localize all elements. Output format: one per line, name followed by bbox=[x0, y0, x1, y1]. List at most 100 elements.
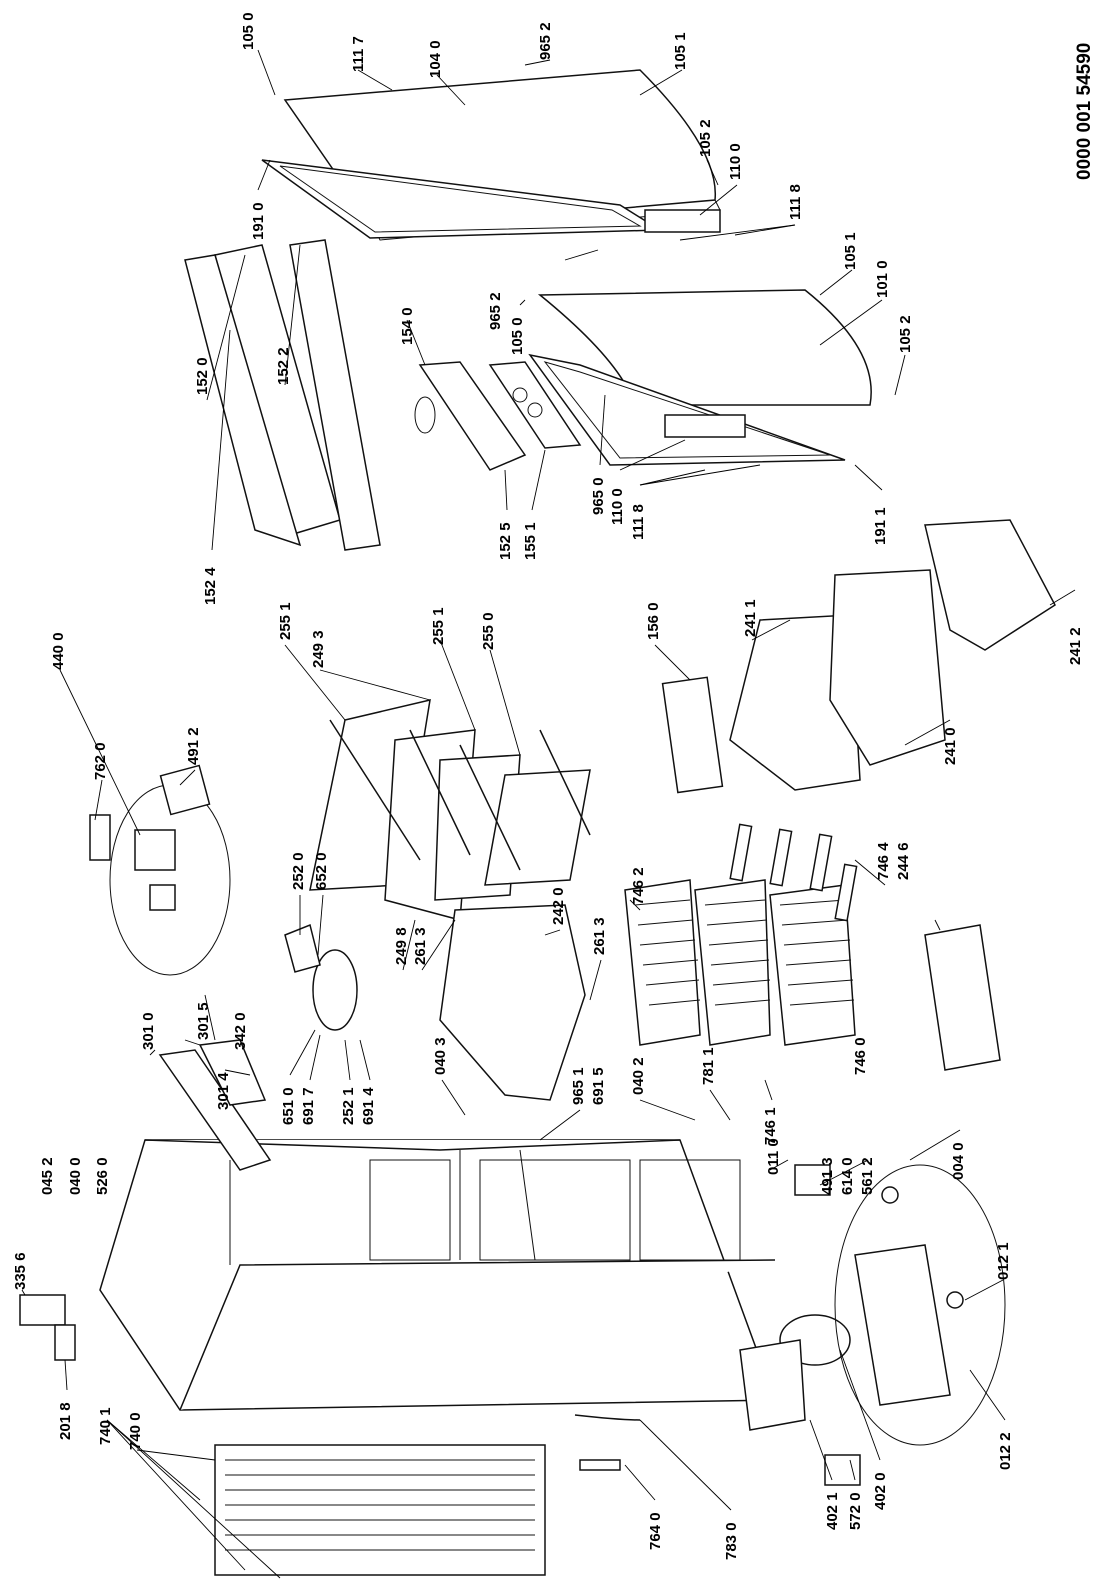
capillary-tube bbox=[574, 1414, 641, 1421]
part-label: 249 3 bbox=[310, 630, 327, 668]
part-label: 152 5 bbox=[497, 522, 514, 560]
part-label: 012 2 bbox=[997, 1432, 1014, 1470]
part-label: 011 0 bbox=[765, 1138, 782, 1175]
part-label: 335 6 bbox=[12, 1252, 29, 1290]
part-label: 740 0 bbox=[127, 1412, 144, 1450]
part-label: 110 0 bbox=[609, 488, 626, 525]
part-label: 746 2 bbox=[630, 867, 647, 905]
part-label: 249 8 bbox=[393, 927, 410, 965]
part-label: 781 1 bbox=[700, 1047, 717, 1085]
crisper-drawer bbox=[439, 904, 586, 1101]
part-label: 342 0 bbox=[232, 1012, 249, 1050]
part-label: 691 5 bbox=[590, 1067, 607, 1105]
part-label: 651 0 bbox=[280, 1087, 297, 1125]
relay bbox=[824, 1454, 861, 1486]
part-label: 301 0 bbox=[140, 1012, 157, 1050]
lower-door-gasket bbox=[528, 353, 846, 466]
part-label: 491 2 bbox=[185, 727, 202, 765]
freezer-drawers bbox=[729, 519, 1056, 791]
part-label: 105 1 bbox=[842, 232, 859, 270]
part-label: 105 2 bbox=[897, 315, 914, 353]
part-label: 040 2 bbox=[630, 1057, 647, 1095]
part-label: 691 7 bbox=[300, 1087, 317, 1125]
part-label: 746 1 bbox=[762, 1107, 779, 1145]
part-label: 111 8 bbox=[630, 504, 647, 540]
part-label: 252 1 bbox=[340, 1087, 357, 1125]
hinge-bracket bbox=[19, 1294, 76, 1361]
drier-filter bbox=[579, 1459, 621, 1471]
part-label: 561 2 bbox=[859, 1157, 876, 1195]
part-label: 261 3 bbox=[591, 917, 608, 955]
part-label: 242 0 bbox=[550, 887, 567, 925]
base-plate-group bbox=[834, 1164, 1006, 1446]
part-label: 746 4 bbox=[875, 842, 892, 880]
leader-lines bbox=[21, 49, 1076, 1579]
part-label: 261 3 bbox=[412, 927, 429, 965]
door-cover-flap bbox=[184, 254, 302, 547]
part-label: 244 6 bbox=[895, 842, 912, 880]
part-label: 402 1 bbox=[824, 1492, 841, 1530]
part-label: 241 1 bbox=[742, 599, 759, 637]
part-label: 012 1 bbox=[995, 1242, 1012, 1280]
part-label: 572 0 bbox=[847, 1492, 864, 1530]
part-label: 105 0 bbox=[240, 12, 257, 50]
drawer-front-small bbox=[661, 676, 724, 794]
part-label: 105 2 bbox=[697, 119, 714, 157]
door-balcony-bottle bbox=[414, 361, 527, 471]
part-label: 155 1 bbox=[522, 522, 539, 560]
part-label: 691 4 bbox=[360, 1087, 377, 1125]
thermostat-box bbox=[794, 1164, 831, 1196]
part-label: 110 0 bbox=[727, 143, 744, 180]
part-label: 191 1 bbox=[872, 507, 889, 545]
part-label: 614 0 bbox=[839, 1157, 856, 1195]
part-label: 746 0 bbox=[852, 1037, 869, 1075]
evaporator-rails bbox=[729, 823, 858, 922]
part-label: 104 0 bbox=[427, 40, 444, 78]
part-label: 152 4 bbox=[202, 567, 219, 605]
part-label: 440 0 bbox=[50, 632, 67, 670]
part-label: 040 3 bbox=[432, 1037, 449, 1075]
part-label: 965 2 bbox=[537, 22, 554, 60]
part-label: 526 0 bbox=[94, 1157, 111, 1195]
light-cover bbox=[284, 923, 358, 1031]
part-labels: 105 0 111 7 104 0 965 2 105 1 105 2 110 … bbox=[12, 12, 1084, 1560]
cabinet-body bbox=[99, 1139, 777, 1411]
part-label: 154 0 bbox=[399, 307, 416, 345]
fan-cover bbox=[159, 764, 211, 816]
compressor-box bbox=[739, 1339, 806, 1431]
door-handle bbox=[644, 209, 721, 233]
part-label: 652 0 bbox=[313, 852, 330, 890]
part-label: 241 2 bbox=[1067, 627, 1084, 665]
glass-shelves bbox=[309, 699, 591, 921]
part-label: 241 0 bbox=[942, 727, 959, 765]
lower-door-handle bbox=[664, 414, 746, 438]
part-label: 255 1 bbox=[430, 607, 447, 645]
part-label: 965 2 bbox=[487, 292, 504, 330]
part-label: 111 8 bbox=[787, 184, 804, 220]
part-label: 156 0 bbox=[645, 602, 662, 640]
part-label: 201 8 bbox=[57, 1402, 74, 1440]
plastic-cover-plate bbox=[924, 924, 1001, 1071]
evaporator-grids bbox=[624, 879, 856, 1046]
part-label: 255 0 bbox=[480, 612, 497, 650]
document-number: 0000 001 54590 bbox=[1074, 43, 1095, 180]
damper bbox=[89, 814, 111, 861]
part-label: 402 0 bbox=[872, 1472, 889, 1510]
control-panel bbox=[158, 1039, 272, 1171]
part-label: 101 0 bbox=[874, 260, 891, 298]
part-label: 004 0 bbox=[950, 1142, 967, 1180]
part-label: 040 0 bbox=[67, 1157, 84, 1195]
part-label: 252 0 bbox=[290, 852, 307, 890]
part-label: 152 2 bbox=[275, 347, 292, 385]
part-label: 105 0 bbox=[509, 317, 526, 355]
part-label: 152 0 bbox=[194, 357, 211, 395]
part-label: 191 0 bbox=[250, 202, 267, 240]
condenser bbox=[214, 1444, 546, 1576]
part-label: 045 2 bbox=[39, 1157, 56, 1195]
part-label: 783 0 bbox=[723, 1522, 740, 1560]
part-label: 105 1 bbox=[672, 32, 689, 70]
part-label: 740 1 bbox=[97, 1407, 114, 1445]
part-label: 965 0 bbox=[590, 477, 607, 515]
lower-door bbox=[537, 289, 872, 406]
